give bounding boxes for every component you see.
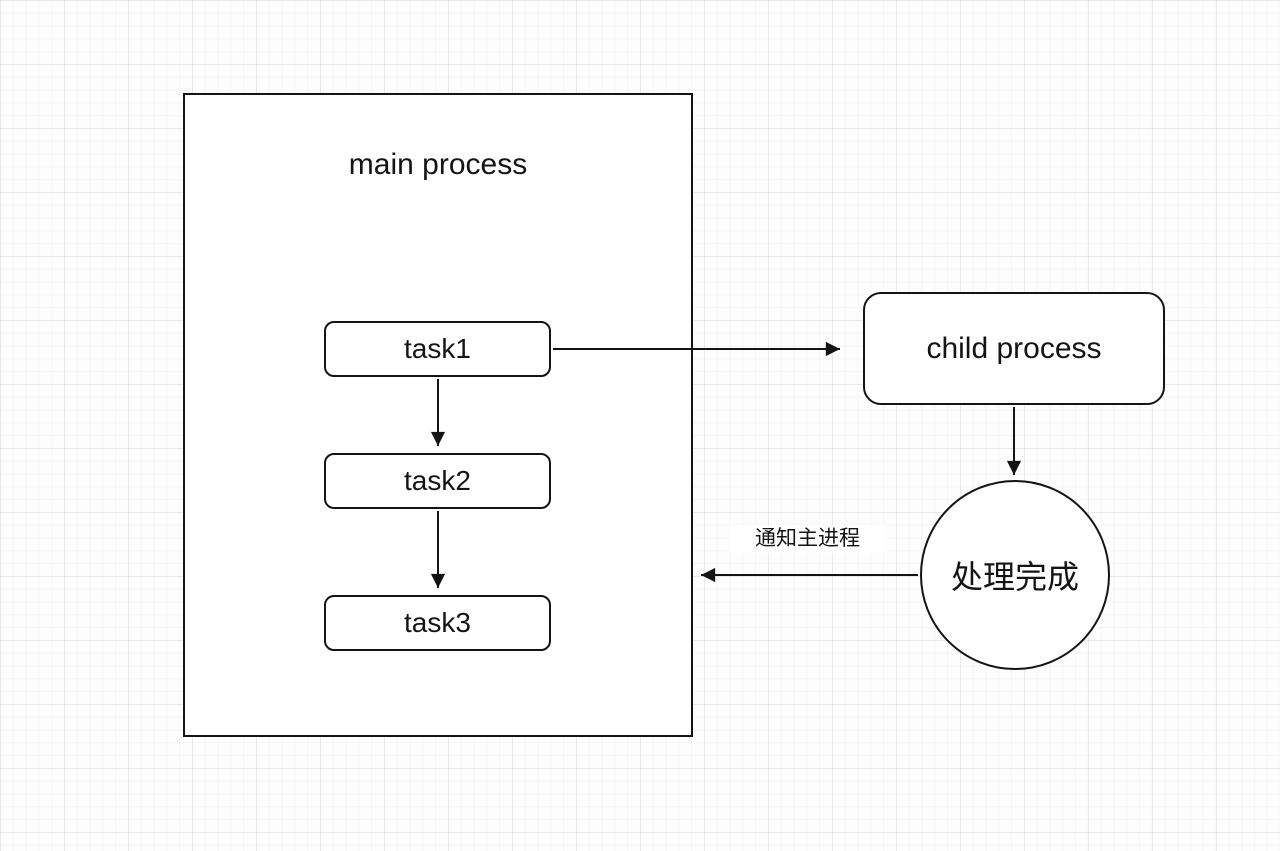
child-process-label: child process — [926, 331, 1102, 365]
node-processing-done: 处理完成 — [920, 480, 1110, 670]
task1-label: task1 — [404, 333, 471, 364]
processing-done-label: 处理完成 — [950, 559, 1079, 595]
node-task2: task2 — [324, 453, 551, 509]
edge-label-notify-main-process: 通知主进程 — [730, 525, 885, 553]
node-task3: task3 — [324, 595, 551, 651]
node-child-process: child process — [863, 292, 1165, 405]
main-process-label: main process — [348, 148, 528, 181]
task2-label: task2 — [404, 465, 471, 496]
node-task1: task1 — [324, 321, 551, 377]
task3-label: task3 — [404, 607, 471, 638]
